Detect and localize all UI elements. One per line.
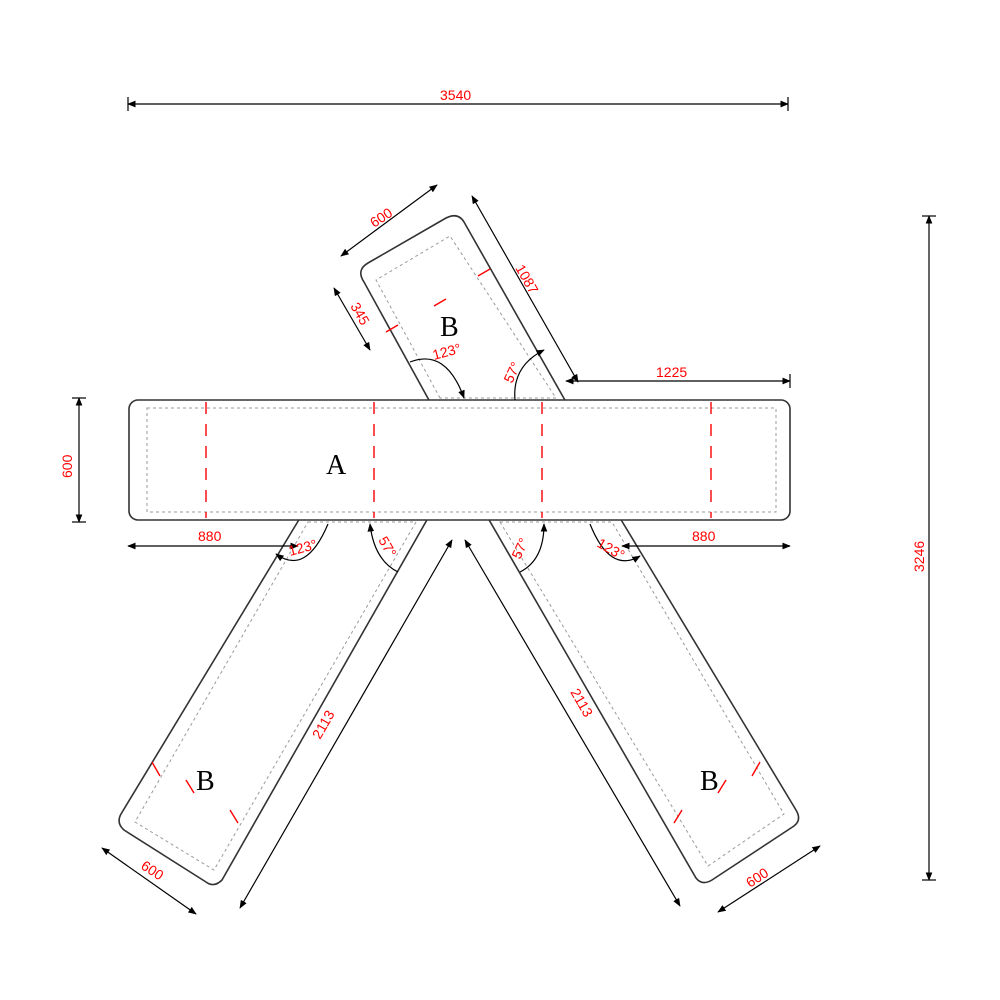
dim-bottom-left-width: 600 [138, 857, 166, 883]
leg-top-seam-mark [385, 324, 399, 333]
angle-arc-bl-57 [367, 523, 399, 573]
dim-line-bottom-left-width [101, 847, 197, 915]
dim-overall-height: 3246 [911, 541, 927, 572]
leg-top-inner-line [375, 235, 557, 399]
dim-line-top-leg-length [471, 195, 579, 383]
leg-bottom-left [118, 517, 430, 886]
dim-top-leg-length: 1087 [512, 262, 542, 297]
leg-top-seam-mark [433, 298, 447, 307]
angle-arc-top-57 [514, 349, 545, 401]
leg-top [360, 214, 568, 403]
dim-right-end: 880 [692, 528, 716, 544]
leg-bottom-left-inner-line [134, 521, 417, 871]
dim-bottom-right-width: 600 [743, 864, 771, 890]
angle-top-123: 123° [431, 340, 463, 363]
dim-beam-height: 600 [59, 454, 75, 478]
leg-bottom-left-seam-mark [229, 809, 239, 824]
leg-bottom-right [486, 517, 800, 884]
angle-bl-123: 123° [287, 536, 319, 559]
piece-label-top-b: B [440, 312, 459, 343]
dim-line-bottom-right-width [717, 845, 821, 913]
dim-line-top-leg-width [340, 184, 438, 257]
piece-label-bottom-right-b: B [700, 766, 719, 797]
angle-arc-br-57 [519, 523, 548, 573]
leg-bottom-right-seam-mark [717, 779, 727, 794]
leg-bottom-right-inner-line [499, 521, 785, 867]
leg-top-outline [360, 214, 568, 403]
angle-arc-top-123 [409, 358, 465, 399]
leg-bottom-left-outline [118, 517, 430, 886]
beam-a-outline [128, 399, 791, 521]
dim-left-end: 880 [198, 528, 222, 544]
leg-bottom-left-seam-mark [185, 779, 195, 794]
leg-bottom-left-seam-mark [151, 761, 161, 777]
dim-line-bottom-left-length [239, 539, 453, 909]
beam-a-inner-line [146, 407, 777, 513]
angle-arc-br-123 [589, 523, 641, 563]
beam-a [128, 399, 791, 521]
dim-overall-width: 3540 [440, 87, 471, 103]
angle-arc-bl-123 [275, 523, 329, 562]
piece-label-bottom-left-b: B [196, 766, 215, 797]
leg-bottom-right-seam-mark [751, 761, 761, 777]
dim-top-leg-offset: 345 [347, 300, 373, 328]
dim-top-right-gap: 1225 [656, 364, 687, 380]
dim-top-leg-width: 600 [367, 204, 395, 230]
leg-bottom-right-outline [486, 517, 800, 884]
dim-line-bottom-right-length [464, 539, 681, 907]
piece-label-a: A [326, 450, 347, 481]
dim-line-top-leg-offset [333, 287, 371, 351]
